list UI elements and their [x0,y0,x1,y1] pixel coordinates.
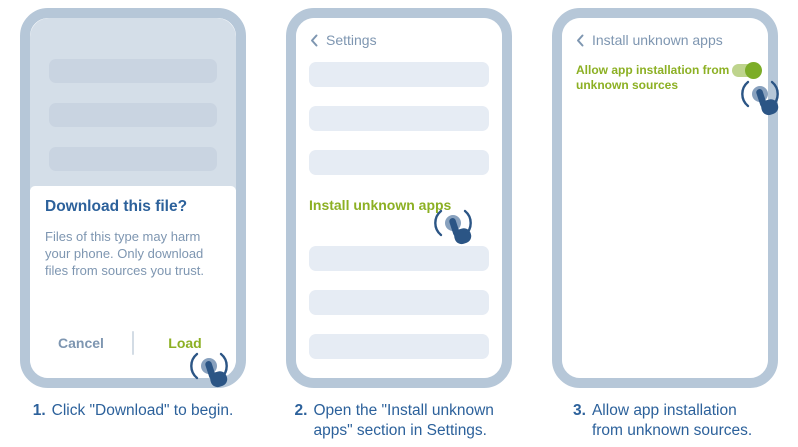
step-caption-text: Click "Download" to begin. [51,402,234,419]
chevron-left-icon [577,34,584,46]
step-caption: 3. Allow app installation from unknown s… [573,401,757,441]
step-number: 3. [573,402,586,419]
phone-1-screen: Download this file? Files of this type m… [30,18,236,378]
step-3-column: Install unknown apps Allow app installat… [532,0,798,447]
download-dialog: Download this file? Files of this type m… [30,186,236,378]
placeholder-bar [309,62,489,87]
step-caption-text: Allow app installation from unknown sour… [591,402,753,439]
back-nav-settings[interactable]: Settings [296,18,502,48]
load-button[interactable]: Load [168,335,202,351]
step-number: 1. [32,402,46,419]
cancel-button[interactable]: Cancel [58,335,104,351]
unknown-sources-toggle[interactable] [732,62,762,79]
allow-unknown-sources-row: Allow app installation from unknown sour… [562,62,768,93]
placeholder-bar [309,290,489,315]
placeholder-bar [49,103,217,127]
placeholder-bar [309,246,489,271]
step-number: 2. [294,402,308,419]
placeholder-bar [309,150,489,175]
step-caption-text: Open the "Install unknown apps" section … [313,402,494,439]
phone-mockup-1: Download this file? Files of this type m… [20,8,246,391]
screen-header-label: Install unknown apps [592,32,723,48]
dimmed-background-content [30,18,236,190]
back-nav-install-unknown-apps[interactable]: Install unknown apps [562,18,768,48]
screen-header-label: Settings [326,32,377,48]
placeholder-bar [309,334,489,359]
dialog-title: Download this file? [45,198,188,215]
chevron-left-icon [311,34,318,46]
toggle-label: Allow app installation from unknown sour… [576,63,730,92]
toggle-knob [745,62,762,79]
placeholder-bar [49,59,217,83]
placeholder-bar [309,106,489,131]
phone-mockup-2: Settings Install unknown apps [286,8,512,388]
phone-2-screen: Settings Install unknown apps [296,18,502,378]
step-caption: 1. Click "Download" to begin. [33,401,234,421]
dialog-body-text: Files of this type may harm your phone. … [45,229,204,278]
phone-3-screen: Install unknown apps Allow app installat… [562,18,768,378]
placeholder-bar [49,147,217,171]
button-divider [132,331,134,355]
step-caption: 2. Open the "Install unknown apps" secti… [295,401,504,441]
step-1-column: Download this file? Files of this type m… [0,0,266,447]
dialog-actions: Cancel Load [30,330,236,356]
install-unknown-apps-link[interactable]: Install unknown apps [309,197,452,213]
step-2-column: Settings Install unknown apps 2. Open th… [266,0,532,447]
phone-mockup-3: Install unknown apps Allow app installat… [552,8,782,388]
